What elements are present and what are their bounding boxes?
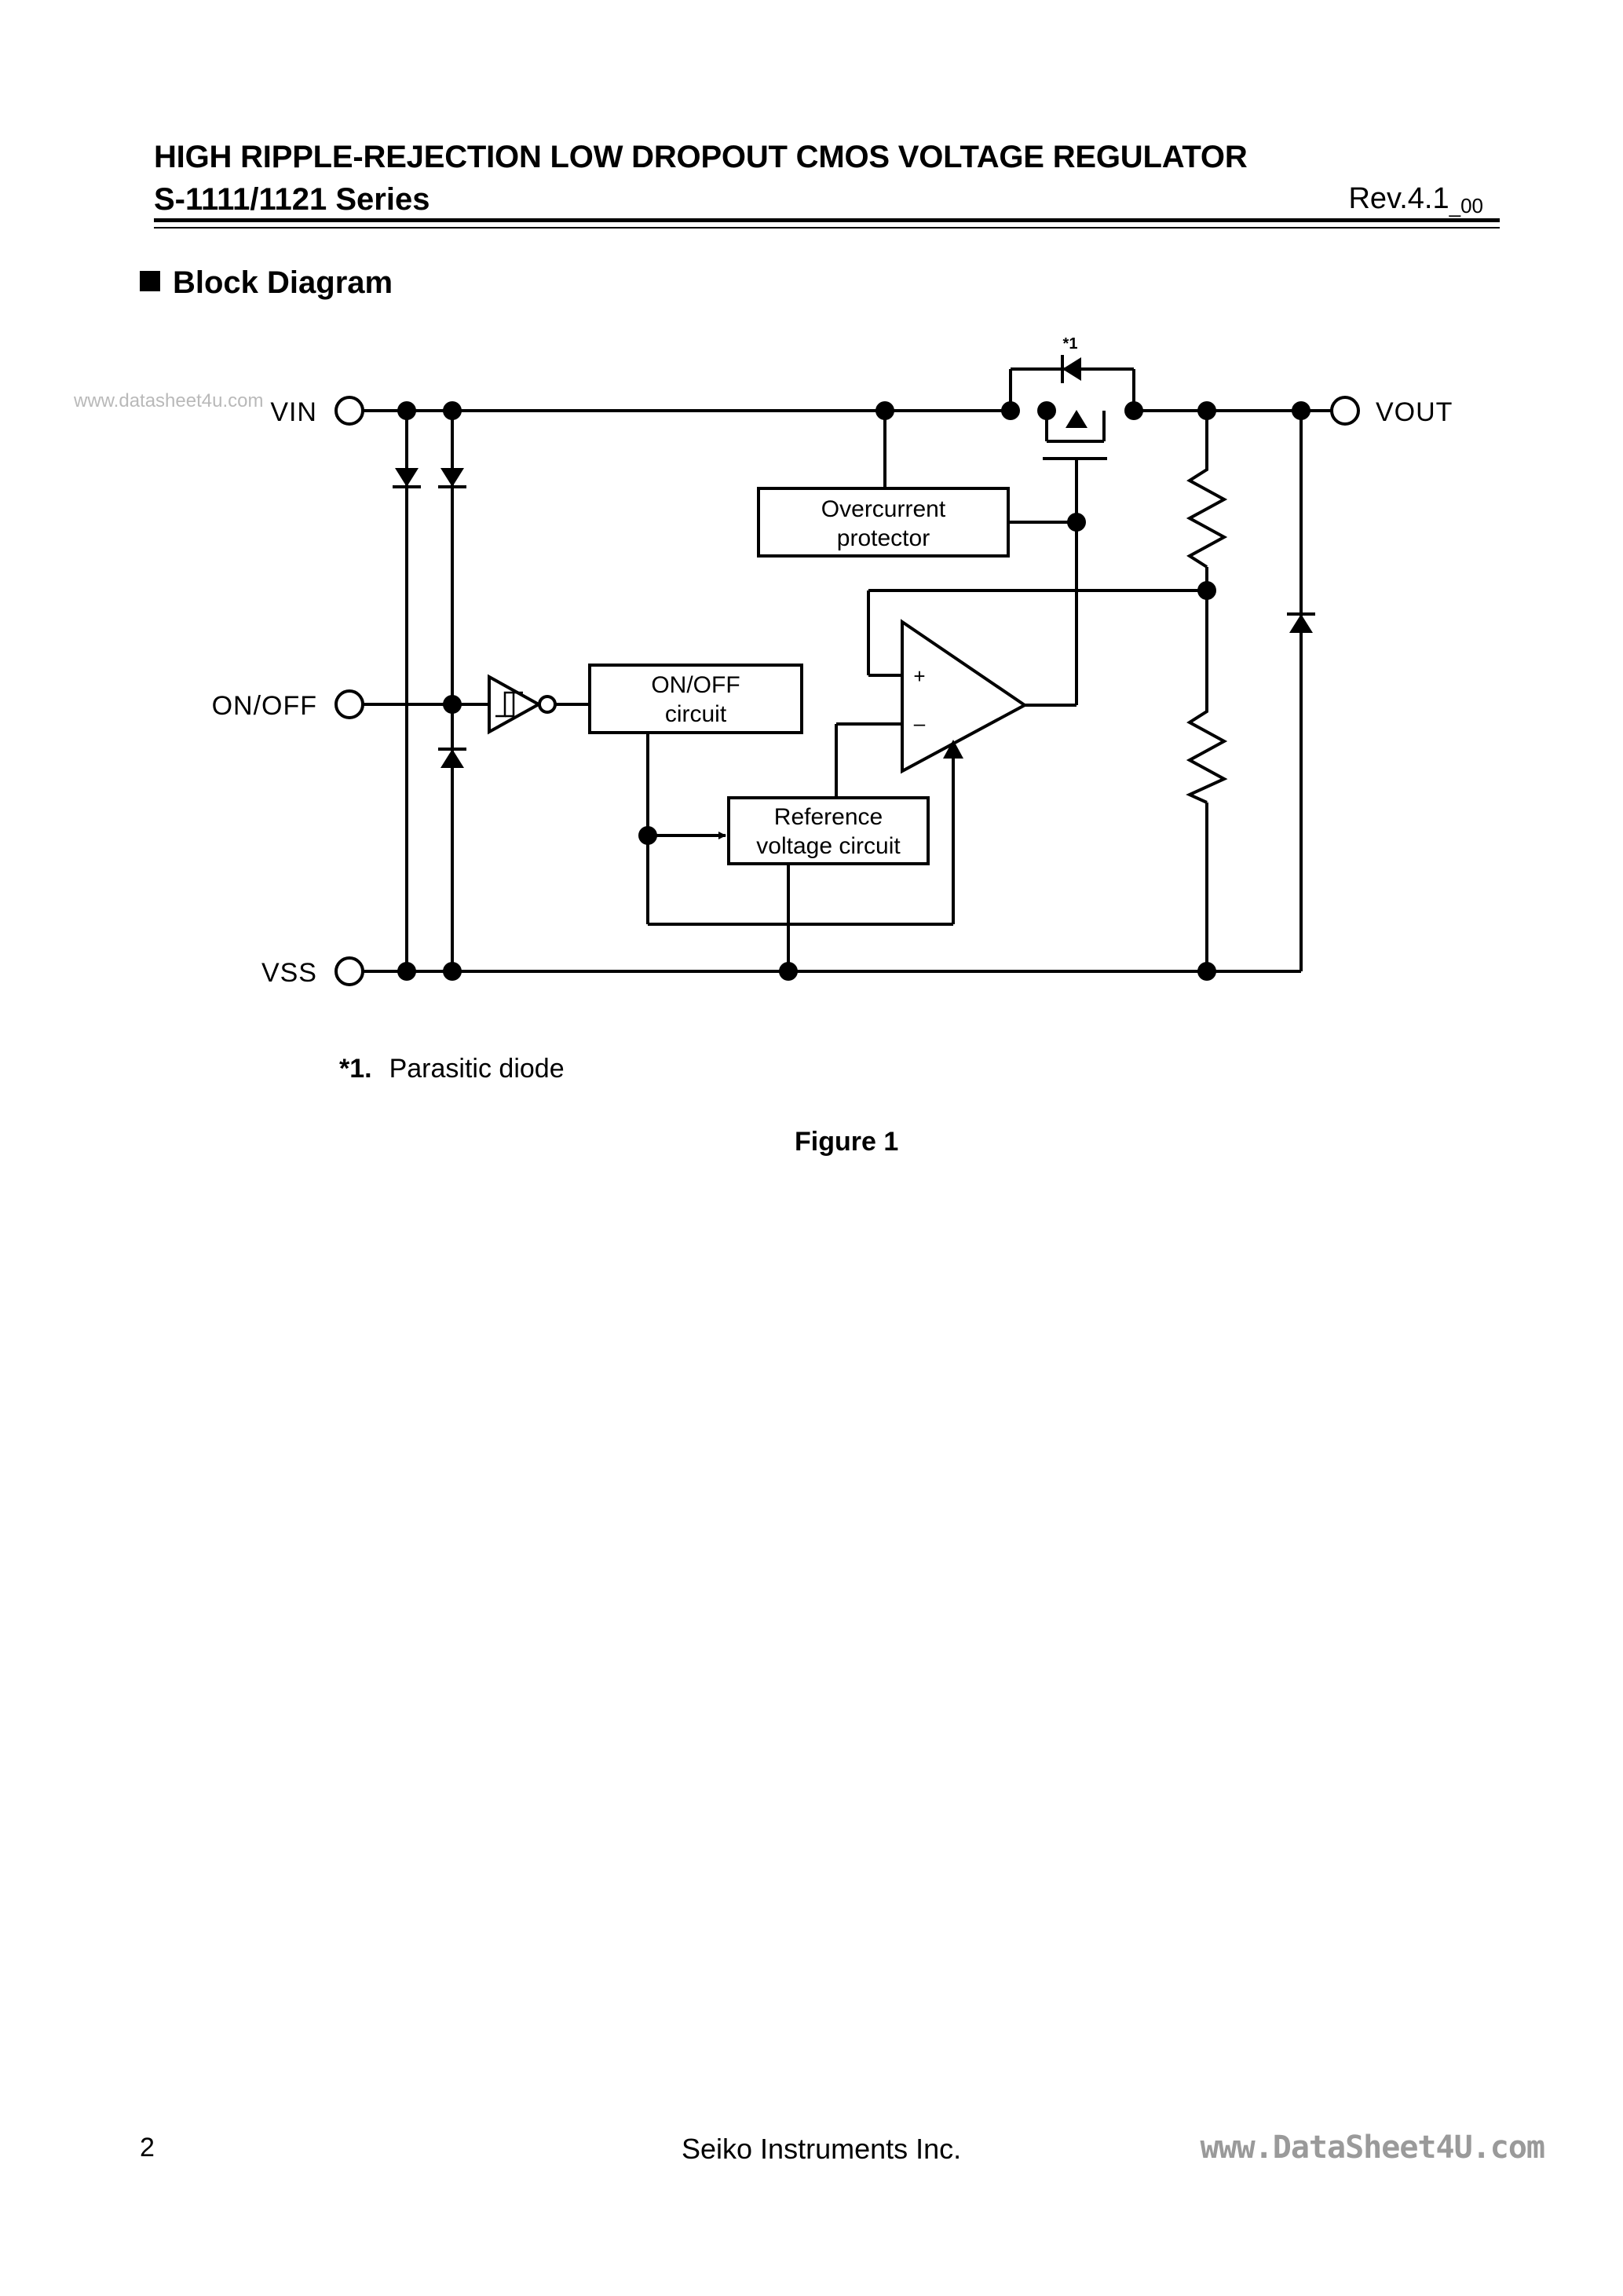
transistor-arrow-icon <box>1066 410 1087 428</box>
parasitic-diode <box>1061 355 1081 383</box>
pin-label-vout: VOUT <box>1376 397 1453 427</box>
header-rule-thick <box>154 218 1500 222</box>
footnote-marker: *1. <box>339 1054 372 1084</box>
error-amplifier <box>901 619 1028 774</box>
onoff-circuit-label-line1: ON/OFF <box>651 672 740 698</box>
vin-terminal <box>334 396 364 426</box>
pin-label-vss: VSS <box>261 958 317 988</box>
schmitt-inverter-icon <box>488 674 557 735</box>
section-title: Block Diagram <box>173 265 393 300</box>
page-number: 2 <box>140 2133 155 2163</box>
wires <box>364 367 1332 973</box>
revision-number: Rev.4.1 <box>1348 182 1449 215</box>
pin-label-onoff: ON/OFF <box>212 691 317 721</box>
reference-label-line2: voltage circuit <box>756 833 901 859</box>
onoff-circuit-box <box>588 664 803 734</box>
onoff-terminal <box>334 689 364 719</box>
vss-terminal <box>334 956 364 986</box>
footnote: *1. Parasitic diode <box>339 1054 565 1084</box>
revision-suffix: _00 <box>1449 194 1483 218</box>
diode-vout-vss <box>1287 612 1315 633</box>
diode-onoff-vss <box>438 748 466 768</box>
company-name: Seiko Instruments Inc. <box>682 2133 962 2165</box>
document-title: HIGH RIPPLE-REJECTION LOW DROPOUT CMOS V… <box>154 140 1248 174</box>
diode-vin-vss-left <box>393 468 421 488</box>
opamp-plus: + <box>913 664 925 688</box>
overcurrent-label-line1: Overcurrent <box>821 496 946 522</box>
square-bullet-icon <box>140 271 160 291</box>
footnote-text: Parasitic diode <box>389 1054 565 1084</box>
reference-voltage-box <box>727 796 930 865</box>
series-name: S-1111/1121 Series <box>154 182 430 217</box>
resistor-lower <box>1186 705 1228 804</box>
diode-vin-vss-right <box>438 468 466 488</box>
reference-label-line1: Reference <box>774 804 883 830</box>
watermark-bottom: www.DataSheet4U.com <box>1200 2130 1545 2166</box>
header-rule-thin <box>154 227 1500 229</box>
opamp-bias-arrow-icon <box>943 740 963 759</box>
onoff-circuit-label-line2: circuit <box>665 701 727 727</box>
vout-terminal <box>1330 396 1360 426</box>
watermark-top: www.datasheet4u.com <box>74 390 264 411</box>
pin-label-vin: VIN <box>270 397 317 427</box>
revision: Rev.4.1_00 <box>1348 182 1483 218</box>
opamp-minus: – <box>914 711 926 735</box>
parasitic-diode-marker: *1 <box>1063 335 1078 353</box>
overcurrent-label-line2: protector <box>837 525 930 551</box>
section-heading: Block Diagram <box>140 265 393 301</box>
figure-caption: Figure 1 <box>795 1127 899 1157</box>
overcurrent-protector-box <box>757 487 1010 558</box>
resistor-upper <box>1186 463 1228 569</box>
junction-dots <box>397 401 1310 981</box>
